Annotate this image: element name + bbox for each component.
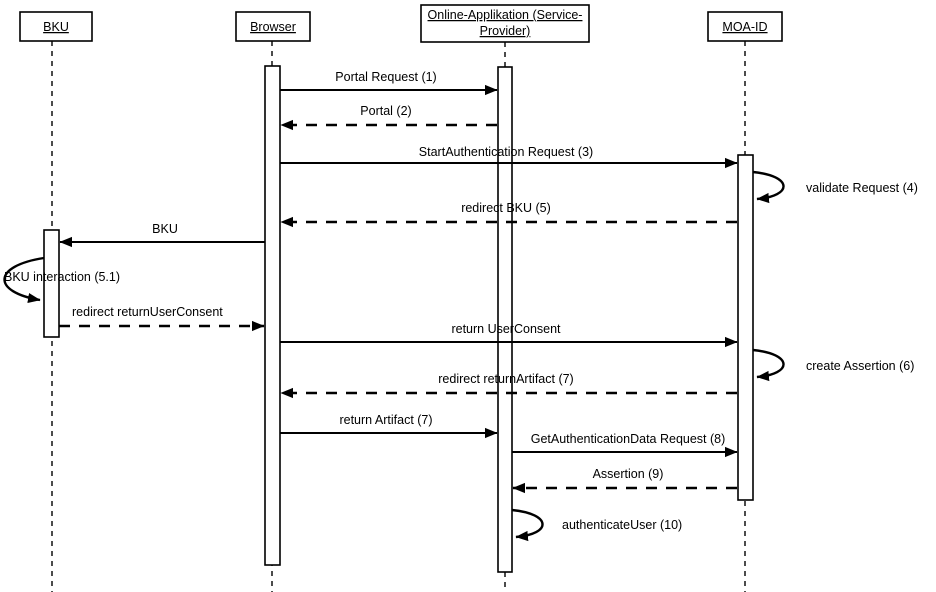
lifeline-box-bku [19, 11, 93, 42]
message-arrow-validate-request-4 [752, 170, 785, 204]
message-label-return-artifact-7: return Artifact (7) [339, 413, 432, 427]
message-redirect-bku-5[interactable]: redirect BKU (5) [280, 201, 737, 228]
lifeline-header-online-applikation[interactable]: Online-Applikation (Service- Provider) [420, 4, 590, 43]
lifeline-label-online-applikation-line1: Online-Applikation (Service- [428, 8, 583, 22]
lifeline-label-browser: Browser [250, 20, 296, 34]
message-return-artifact-7[interactable]: return Artifact (7) [280, 413, 498, 439]
activation-bar-online-applikation [497, 66, 513, 573]
message-label-create-assertion-6: create Assertion (6) [806, 359, 914, 373]
message-label-redirect-returnuserconsent: redirect returnUserConsent [72, 305, 223, 319]
message-bku-interaction-5-1[interactable]: BKU interaction (5.1) [3, 256, 120, 304]
message-label-portal-2: Portal (2) [360, 104, 411, 118]
activation-bar-bku [43, 229, 60, 338]
lifeline-header-browser[interactable]: Browser [235, 11, 311, 42]
lifeline-label-bku: BKU [43, 20, 69, 34]
message-redirect-returnartifact-7[interactable]: redirect returnArtifact (7) [280, 372, 737, 399]
message-bku[interactable]: BKU [59, 222, 265, 248]
message-label-bku: BKU [152, 222, 178, 236]
message-label-assertion-9: Assertion (9) [593, 467, 664, 481]
message-create-assertion-6[interactable]: create Assertion (6) [752, 348, 914, 382]
message-label-getauthenticationdata-request-8: GetAuthenticationData Request (8) [531, 432, 726, 446]
message-portal-request-1[interactable]: Portal Request (1) [280, 70, 498, 96]
message-label-validate-request-4: validate Request (4) [806, 181, 918, 195]
activation-bar-browser [264, 65, 281, 566]
message-label-startauthentication-request-3: StartAuthentication Request (3) [419, 145, 593, 159]
message-authenticateuser-10[interactable]: authenticateUser (10) [511, 508, 682, 542]
message-portal-2[interactable]: Portal (2) [280, 104, 497, 131]
message-label-bku-interaction-5-1: BKU interaction (5.1) [4, 270, 120, 284]
message-label-redirect-bku-5: redirect BKU (5) [461, 201, 551, 215]
lifeline-label-online-applikation-line2: Provider) [480, 24, 531, 38]
lifeline-header-bku[interactable]: BKU [19, 11, 93, 42]
message-redirect-returnuserconsent[interactable]: redirect returnUserConsent [59, 305, 265, 332]
message-arrow-bku-interaction-5-1 [3, 256, 45, 304]
lifeline-box-browser [235, 11, 311, 42]
message-label-portal-request-1: Portal Request (1) [335, 70, 436, 84]
message-arrow-create-assertion-6 [752, 348, 785, 382]
message-label-redirect-returnartifact-7: redirect returnArtifact (7) [438, 372, 573, 386]
message-label-return-userconsent: return UserConsent [451, 322, 561, 336]
message-assertion-9[interactable]: Assertion (9) [512, 467, 737, 494]
message-return-userconsent[interactable]: return UserConsent [280, 322, 738, 348]
message-getauthenticationdata-request-8[interactable]: GetAuthenticationData Request (8) [512, 432, 738, 458]
lifeline-box-moa-id [707, 11, 783, 42]
message-startauthentication-request-3[interactable]: StartAuthentication Request (3) [280, 145, 738, 169]
lifeline-label-moa-id: MOA-ID [722, 20, 767, 34]
message-validate-request-4[interactable]: validate Request (4) [752, 170, 918, 204]
activation-bar-moa-id [737, 154, 754, 501]
message-arrow-authenticateuser-10 [511, 508, 544, 542]
lifeline-header-moa-id[interactable]: MOA-ID [707, 11, 783, 42]
message-label-authenticateuser-10: authenticateUser (10) [562, 518, 682, 532]
